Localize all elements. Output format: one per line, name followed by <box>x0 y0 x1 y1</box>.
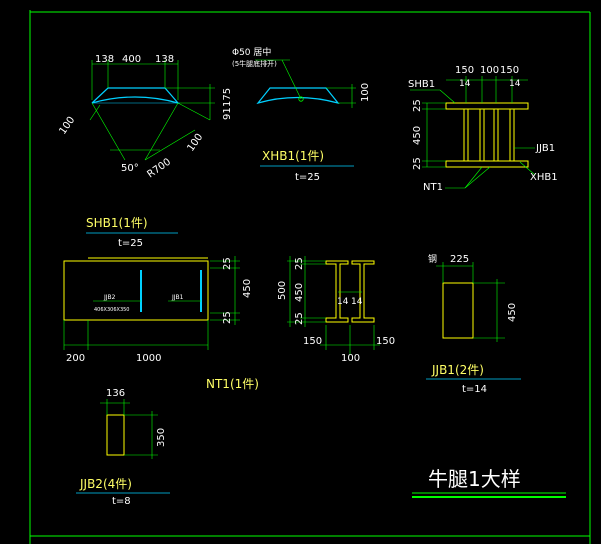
drawing-frame <box>29 10 591 544</box>
xhb1-thickness: t=25 <box>295 172 320 183</box>
nt1-plan-dim-bottom-2: 1000 <box>136 353 161 364</box>
nt1-front-top-plate <box>445 102 529 110</box>
nt1-front-dim-top-1: 150 <box>455 65 474 76</box>
nt1-front-bottom-plate <box>445 160 529 168</box>
jjb1-dimensions <box>436 262 505 342</box>
nt1-section-dim-left-3: 25 <box>294 312 305 325</box>
jjb1-dim-right: 450 <box>507 303 518 322</box>
shb1-label: SHB1(1件) <box>86 216 148 230</box>
nt1-front-view: SHB1 JJB1 XHB1 NT1 150 100 150 14 14 25 … <box>408 65 558 193</box>
drawing-title-block: 牛腿1大样 <box>412 467 566 498</box>
nt1-section-dim-web-1: 14 <box>337 297 349 307</box>
jjb2-outline <box>106 414 125 456</box>
shb1-dim-top-1: 138 <box>95 54 114 65</box>
nt1-plan-note-jjb2: JJB2 <box>103 294 116 301</box>
nt1-front-tag-xhb1: XHB1 <box>530 172 558 183</box>
nt1-front-dim-small-2: 14 <box>509 79 521 89</box>
shb1-thickness: t=25 <box>118 238 143 249</box>
nt1-plan-label: NT1(1件) <box>206 377 259 391</box>
drawing-title: 牛腿1大样 <box>428 467 521 491</box>
shb1-dim-right-2: 175 <box>222 88 233 107</box>
nt1-section-dim-left-2: 450 <box>294 283 305 302</box>
xhb1-plate: Φ50 居中 (5牛腿底排开) 100 XHB1(1件) t=25 <box>232 46 371 183</box>
xhb1-note-2: (5牛腿底排开) <box>232 59 277 68</box>
nt1-section: 500 25 450 25 14 14 150 150 100 <box>277 256 395 364</box>
nt1-front-dim-top-2: 100 <box>480 65 499 76</box>
nt1-front-tag-nt1: NT1 <box>423 182 443 193</box>
nt1-section-dim-web-2: 14 <box>351 297 363 307</box>
shb1-angle: 50° <box>121 163 139 174</box>
nt1-plan-dim-right-3: 25 <box>222 311 233 324</box>
jjb1-plate: 钢 225 450 JJB1(2件) t=14 <box>426 253 521 395</box>
nt1-plan-dimensions <box>63 256 240 350</box>
jjb2-dim-right: 350 <box>156 428 167 447</box>
jjb2-dim-top: 136 <box>106 388 125 399</box>
nt1-section-left-flange <box>325 260 349 323</box>
xhb1-note-1: Φ50 居中 <box>232 46 271 58</box>
jjb1-dim-top: 225 <box>450 254 469 265</box>
nt1-plan-dim-right-2: 450 <box>242 279 253 298</box>
nt1-front-dim-small-1: 14 <box>459 79 471 89</box>
jjb2-thickness: t=8 <box>112 496 131 507</box>
shb1-dim-right-1: 91 <box>222 107 233 120</box>
nt1-section-dim-bottom-2: 150 <box>376 336 395 347</box>
shb1-dim-top-3: 138 <box>155 54 174 65</box>
jjb2-plate: 136 350 JJB2(4件) t=8 <box>76 388 170 507</box>
nt1-section-right-flange <box>351 260 375 323</box>
nt1-front-tag-jjb1: JJB1 <box>535 143 555 154</box>
xhb1-dimensions <box>255 59 356 108</box>
xhb1-label: XHB1(1件) <box>262 149 324 163</box>
nt1-front-webs <box>463 108 515 162</box>
nt1-section-dim-total: 500 <box>277 281 288 300</box>
jjb1-thickness: t=14 <box>462 384 487 395</box>
nt1-front-dimensions <box>410 76 536 189</box>
xhb1-dim-right: 100 <box>360 83 371 102</box>
jjb1-label: JJB1(2件) <box>431 363 484 377</box>
nt1-section-dim-bottom-total: 100 <box>341 353 360 364</box>
nt1-plan-outline <box>63 260 209 321</box>
nt1-plan-dim-right-1: 25 <box>222 257 233 270</box>
nt1-front-dim-top-3: 150 <box>500 65 519 76</box>
jjb2-label: JJB2(4件) <box>79 477 132 491</box>
shb1-dim-top-2: 400 <box>122 54 141 65</box>
nt1-front-dim-left-2: 450 <box>412 126 423 145</box>
nt1-plan-dim-bottom-1: 200 <box>66 353 85 364</box>
jjb1-prefix: 钢 <box>428 253 437 265</box>
nt1-front-tag-shb1: SHB1 <box>408 79 435 90</box>
shb1-dimensions <box>89 60 215 161</box>
nt1-front-dim-left-1: 25 <box>412 99 423 112</box>
nt1-plan-view: JJB2 406X306X350 JJB1 200 1000 25 450 25… <box>63 256 259 391</box>
nt1-front-dim-left-3: 25 <box>412 157 423 170</box>
jjb2-dimensions <box>100 399 158 459</box>
nt1-section-dim-left-1: 25 <box>294 257 305 270</box>
nt1-plan-note-jjb1: JJB1 <box>171 294 184 301</box>
nt1-section-dim-bottom-1: 150 <box>303 336 322 347</box>
xhb1-hole <box>298 96 304 102</box>
nt1-plan-note-jjb2-sub: 406X306X350 <box>94 307 129 313</box>
nt1-section-dimensions <box>287 256 380 355</box>
xhb1-outline <box>256 87 340 105</box>
jjb1-outline <box>442 282 474 339</box>
